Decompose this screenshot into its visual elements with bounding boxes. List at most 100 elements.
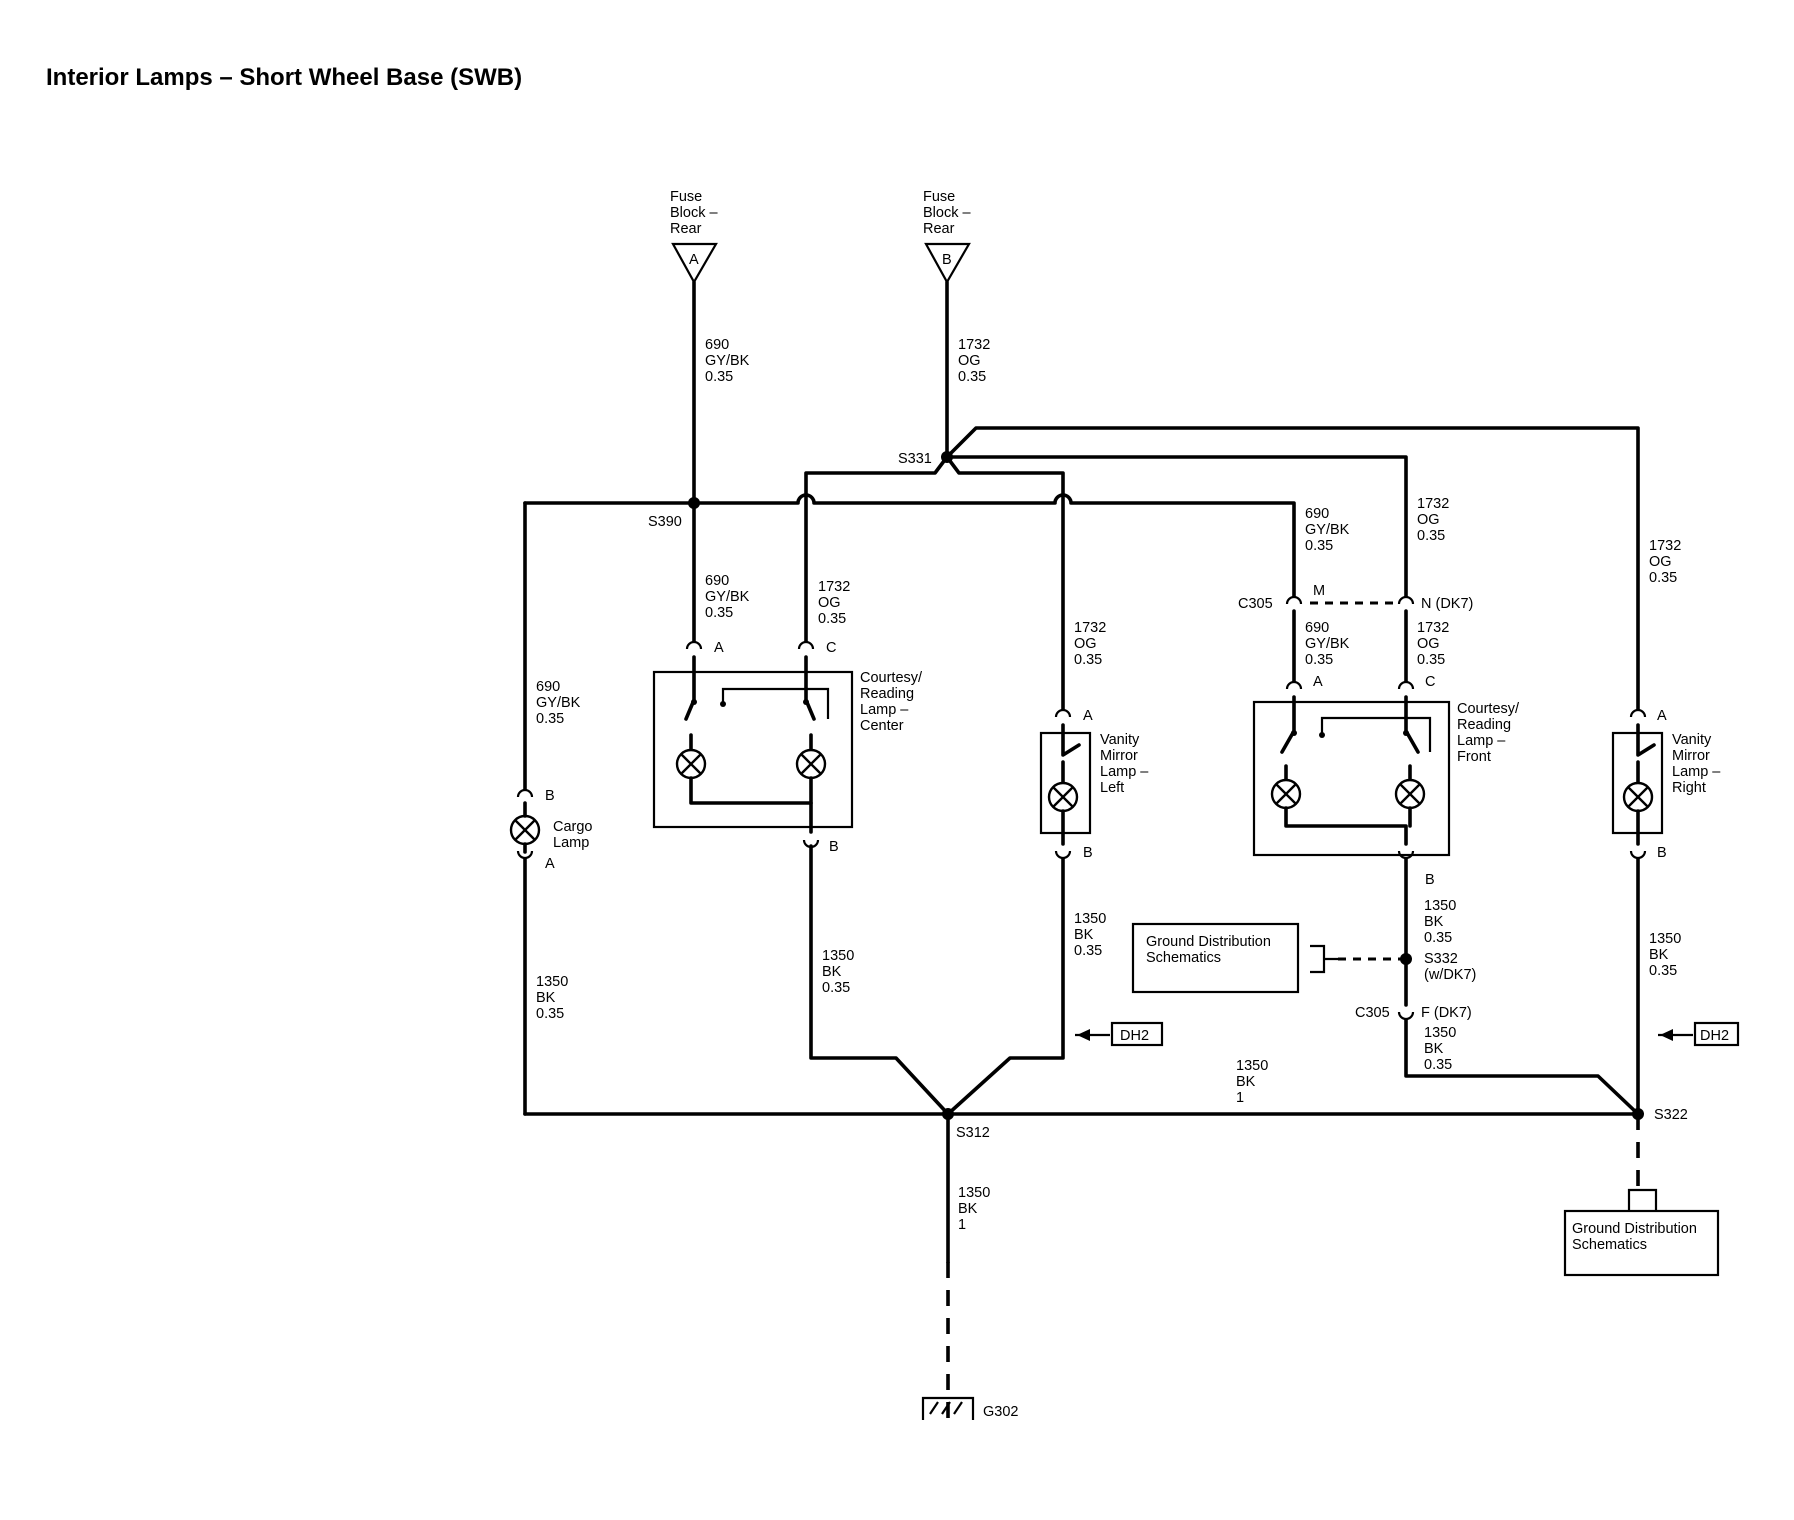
dh2-right-text: DH2 bbox=[1700, 1028, 1729, 1044]
wire-label: GY/BK bbox=[705, 353, 750, 369]
vanity-left-label-1: Vanity bbox=[1100, 732, 1140, 748]
wire-labels: 690 GY/BK 0.35 1732 OG 0.35 690 GY/BK 0.… bbox=[536, 337, 1681, 1233]
wire-label: 690 bbox=[1305, 620, 1329, 636]
wire-label: 0.35 bbox=[1649, 570, 1677, 586]
front-label-3: Lamp – bbox=[1457, 733, 1506, 749]
front-bulb-left-icon bbox=[1270, 778, 1302, 810]
wire-label: OG bbox=[1417, 512, 1440, 528]
wire-label: BK bbox=[958, 1201, 978, 1217]
pin-center-b: B bbox=[829, 839, 839, 855]
connector-cap-icon bbox=[1629, 708, 1647, 718]
wire-1350-front-lower bbox=[1404, 1018, 1640, 1116]
connector-cap-icon bbox=[1397, 680, 1415, 690]
pin-front-b: B bbox=[1425, 872, 1435, 888]
connector-cap-icon bbox=[1054, 708, 1072, 718]
vanity-mirror-lamp-right: Vanity Mirror Lamp – Right bbox=[1611, 723, 1721, 846]
center-label-4: Center bbox=[860, 718, 904, 734]
splice-s322-dot bbox=[1632, 1108, 1644, 1120]
wire-label: 0.35 bbox=[822, 980, 850, 996]
connector-cap-icon bbox=[685, 640, 703, 650]
wires bbox=[523, 280, 1640, 1264]
wire-label: 0.35 bbox=[705, 605, 733, 621]
arrow-left-icon bbox=[1660, 1029, 1673, 1041]
center-label-3: Lamp – bbox=[860, 702, 909, 718]
pin-cargo-a: A bbox=[545, 856, 555, 872]
vanity-right-label-1: Vanity bbox=[1672, 732, 1712, 748]
pin-left-a: A bbox=[1083, 708, 1093, 724]
dh2-left-text: DH2 bbox=[1120, 1028, 1149, 1044]
courtesy-reading-lamp-front: Courtesy/ Reading Lamp – Front bbox=[1252, 695, 1520, 857]
connector-cap-icon bbox=[516, 850, 534, 860]
fuse-a-triangle-icon bbox=[671, 242, 718, 285]
ground-distribution-box-bottom: Ground Distribution Schematics bbox=[1563, 1188, 1720, 1277]
cargo-lamp: Cargo Lamp bbox=[509, 801, 593, 854]
splice-s332-label: S332 bbox=[1424, 951, 1458, 967]
courtesy-reading-lamp-center: Courtesy/ Reading Lamp – Center bbox=[652, 655, 923, 834]
cargo-bulb-icon bbox=[509, 814, 541, 846]
wire-label: 0.35 bbox=[1417, 528, 1445, 544]
vanity-left-label-4: Left bbox=[1100, 780, 1124, 796]
wire-label: GY/BK bbox=[1305, 522, 1350, 538]
page-title: Interior Lamps – Short Wheel Base (SWB) bbox=[46, 64, 523, 91]
wire-label: 0.35 bbox=[1424, 930, 1452, 946]
vanity-right-label-2: Mirror bbox=[1672, 748, 1710, 764]
wire-1732-front bbox=[945, 455, 1408, 598]
wire-label: GY/BK bbox=[536, 695, 581, 711]
wire-label: 1 bbox=[1236, 1090, 1244, 1106]
wire-label: OG bbox=[958, 353, 981, 369]
pin-right-b: B bbox=[1657, 845, 1667, 861]
wire-label: BK bbox=[1649, 947, 1669, 963]
vanity-right-label-4: Right bbox=[1672, 780, 1706, 796]
connector-cap-icon bbox=[1285, 680, 1303, 690]
center-bulb-left-icon bbox=[675, 748, 707, 780]
fuse-a-line3: Rear bbox=[670, 221, 702, 237]
ground-dist-line1: Ground Distribution bbox=[1146, 934, 1271, 950]
wire-label: 1350 bbox=[536, 974, 568, 990]
ground-dist-bracket-icon bbox=[1310, 944, 1338, 974]
splice-s390-dot bbox=[688, 497, 700, 509]
front-label-1: Courtesy/ bbox=[1457, 701, 1520, 717]
connector-cap-icon bbox=[1054, 850, 1072, 860]
wire-label: OG bbox=[1417, 636, 1440, 652]
pin-center-a: A bbox=[714, 640, 724, 656]
wire-label: 0.35 bbox=[1649, 963, 1677, 979]
fuse-a-line2: Block – bbox=[670, 205, 718, 221]
fuse-a-line1: Fuse bbox=[670, 189, 702, 205]
wire-690-bus bbox=[523, 493, 1296, 598]
ground-dist-line2: Schematics bbox=[1146, 950, 1221, 966]
fuse-a-pin: A bbox=[689, 252, 699, 268]
wire-label: 0.35 bbox=[1305, 652, 1333, 668]
splice-s332-dot bbox=[1400, 953, 1412, 965]
wire-label: 1350 bbox=[958, 1185, 990, 1201]
pin-front-c: C bbox=[1425, 674, 1435, 690]
connector-cap-icon bbox=[1285, 595, 1303, 605]
center-bulb-right-icon bbox=[795, 748, 827, 780]
wire-label: 1732 bbox=[818, 579, 850, 595]
fuse-b-pin: B bbox=[942, 252, 952, 268]
connector-cap-icon bbox=[1397, 850, 1415, 860]
wire-label: 0.35 bbox=[536, 711, 564, 727]
connector-cap-icon bbox=[1397, 595, 1415, 605]
c305-f-label: C305 bbox=[1355, 1005, 1390, 1021]
chassis-ground-icon bbox=[921, 1396, 975, 1420]
wire-label: 690 bbox=[705, 573, 729, 589]
pin-left-b: B bbox=[1083, 845, 1093, 861]
connector-cap-icon bbox=[516, 788, 534, 798]
wire-label: 0.35 bbox=[1074, 943, 1102, 959]
wire-label: GY/BK bbox=[1305, 636, 1350, 652]
center-common-bar bbox=[721, 687, 830, 719]
wire-label: 1350 bbox=[822, 948, 854, 964]
wire-label: BK bbox=[1424, 1041, 1444, 1057]
ground-dist-bottom-bracket-icon bbox=[1627, 1188, 1658, 1210]
wire-label: 0.35 bbox=[818, 611, 846, 627]
fuse-b-triangle-icon bbox=[924, 242, 971, 285]
ground-g302: G302 bbox=[921, 1396, 1018, 1420]
dh2-ref-right: DH2 bbox=[1658, 1021, 1740, 1047]
wire-1350-center bbox=[809, 844, 950, 1116]
wire-label: BK bbox=[1424, 914, 1444, 930]
vanity-left-label-3: Lamp – bbox=[1100, 764, 1149, 780]
wire-label: 1 bbox=[958, 1217, 966, 1233]
vanity-right-label-3: Lamp – bbox=[1672, 764, 1721, 780]
wire-label: 1732 bbox=[1417, 496, 1449, 512]
